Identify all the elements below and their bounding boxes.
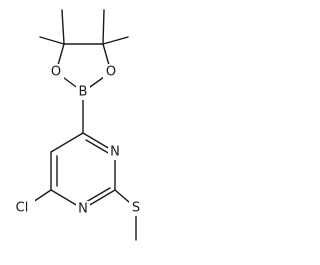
bond-c5-c4 (50, 132, 84, 153)
atom-label-sulfur: S (132, 201, 140, 216)
bond-methyl-4 (102, 36, 129, 45)
atom-label-boron: B (79, 85, 88, 100)
bond-c4-n3-inner (85, 139, 111, 155)
atom-label-nitrogen-top: N (110, 145, 120, 160)
atom-label-nitrogen-bottom: N (78, 202, 88, 217)
molecule-structure: O O B N N Cl S (11, 9, 143, 241)
atom-label-oxygen-right: O (106, 65, 116, 80)
atom-label-oxygen-left: O (51, 65, 61, 80)
bond-c2-n1-inner (85, 187, 111, 203)
atom-label-chlorine: Cl (16, 201, 29, 216)
atom-labels: O O B N N Cl S (11, 64, 143, 217)
bond-methyl-3 (102, 9, 105, 45)
bond-methyl-1 (39, 36, 65, 45)
bond-methyl-2 (61, 9, 65, 45)
